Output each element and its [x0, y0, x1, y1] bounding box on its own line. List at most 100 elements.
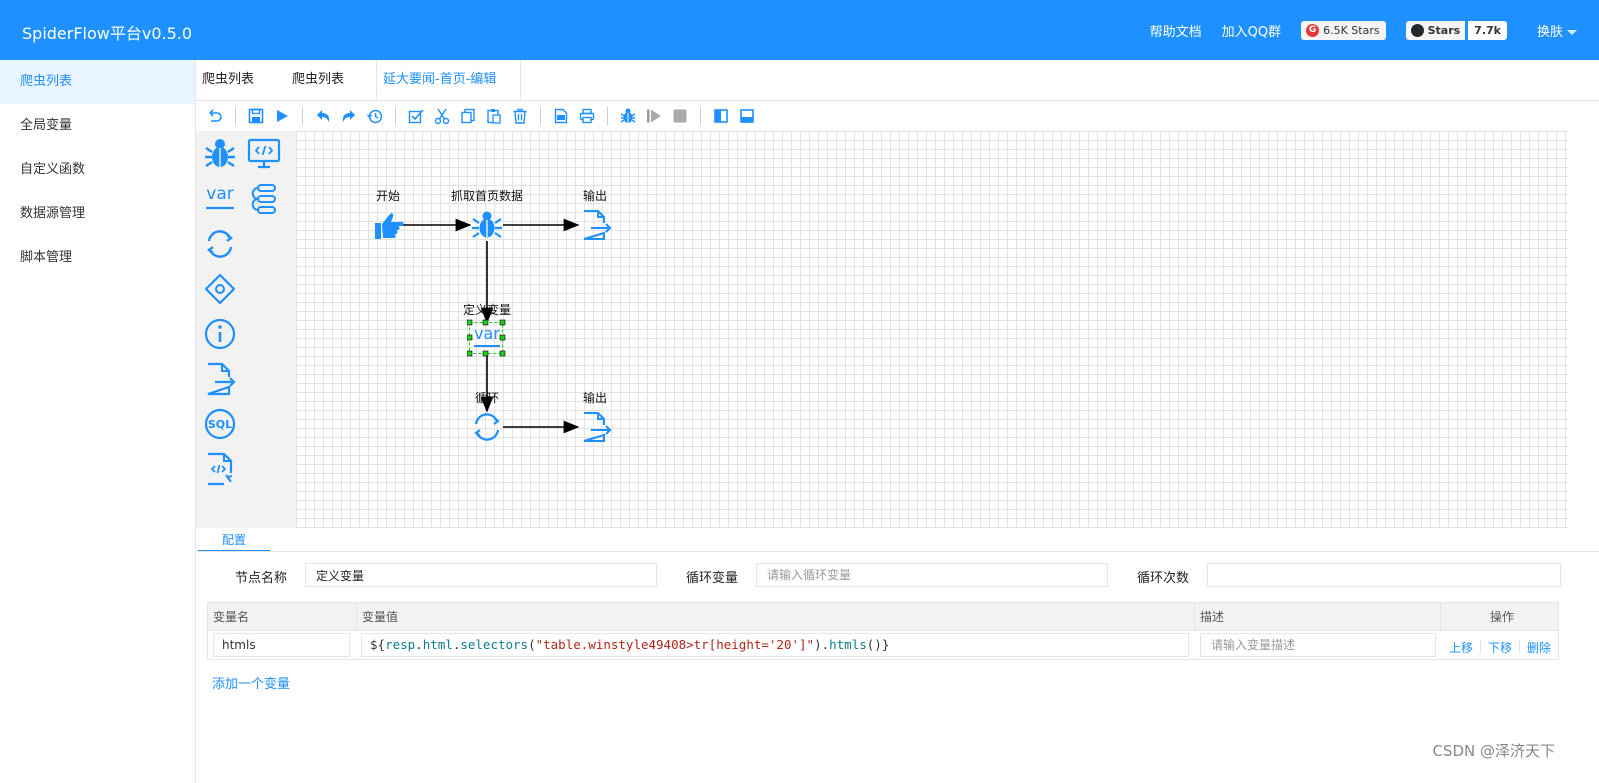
toolbar-divider [540, 107, 541, 125]
tab-config[interactable]: 配置 [198, 530, 270, 552]
top-header: SpiderFlow平台v0.5.0 帮助文档 加入QQ群 G 6.5K Sta… [0, 0, 1599, 60]
var-name-input[interactable]: htmls [213, 633, 350, 657]
loop-count-label: 循环次数 [1137, 571, 1190, 586]
gitee-icon: G [1306, 23, 1320, 37]
loop-count-input[interactable] [1207, 563, 1561, 587]
paste-icon[interactable] [485, 107, 503, 125]
undo-icon[interactable] [314, 107, 332, 125]
debug-icon[interactable] [619, 107, 637, 125]
join-qq-link[interactable]: 加入QQ群 [1221, 24, 1282, 40]
sidebar-item-global-vars[interactable]: 全局变量 [20, 118, 73, 133]
editor-toolbar [196, 101, 1599, 131]
run-icon[interactable] [273, 107, 291, 125]
help-docs-link[interactable]: 帮助文档 [1149, 24, 1202, 40]
node-label: 输出 [582, 189, 608, 203]
delete-icon[interactable] [511, 107, 529, 125]
sidebar: 爬虫列表 全局变量 自定义函数 数据源管理 脚本管理 [0, 60, 196, 783]
loop-var-label: 循环变量 [686, 571, 739, 586]
column-header: 变量值 [357, 603, 1195, 631]
op-divider [1480, 640, 1481, 654]
github-stars-badge[interactable]: Stars 7.7k [1405, 20, 1507, 40]
node-label: 抓取首页数据 [450, 189, 524, 203]
toolbar-divider [302, 107, 303, 125]
variables-table: 变量名 变量值 描述 操作 htmls ${resp.html.selector… [207, 602, 1559, 660]
loop-icon[interactable] [202, 226, 238, 262]
svg-text:var: var [206, 184, 233, 204]
tab-spider-list-1[interactable]: 爬虫列表 [202, 72, 255, 87]
svg-text:SQL: SQL [208, 418, 232, 431]
loop-var-input[interactable] [756, 563, 1108, 587]
print-icon[interactable] [578, 107, 596, 125]
code-block-icon[interactable] [246, 136, 282, 172]
copy-icon[interactable] [459, 107, 477, 125]
sql-icon[interactable]: SQL [202, 406, 238, 442]
table-row: htmls ${resp.html.selectors("table.winst… [208, 631, 1558, 660]
undo-back-icon[interactable] [206, 107, 224, 125]
function-file-icon[interactable] [202, 451, 238, 487]
toggle-bottom-panel-icon[interactable] [738, 107, 756, 125]
column-header: 描述 [1195, 603, 1441, 631]
var-icon[interactable]: var [470, 321, 504, 355]
process-flow-icon[interactable] [246, 181, 282, 217]
add-variable-link[interactable]: 添加一个变量 [212, 677, 291, 692]
step-run-icon[interactable] [645, 107, 663, 125]
move-down-button[interactable]: 下移 [1488, 641, 1513, 655]
save-icon[interactable] [247, 107, 265, 125]
app-title: SpiderFlow平台v0.5.0 [22, 24, 193, 43]
node-label: 输出 [582, 391, 608, 405]
column-header: 变量名 [208, 603, 357, 631]
output-file-icon[interactable] [579, 410, 613, 444]
move-up-button[interactable]: 上移 [1449, 641, 1474, 655]
cut-icon[interactable] [433, 107, 451, 125]
chevron-down-icon [1567, 29, 1577, 35]
node-name-input[interactable] [305, 563, 657, 587]
toolbar-divider [700, 107, 701, 125]
stop-icon[interactable] [671, 107, 689, 125]
export-image-icon[interactable] [552, 107, 570, 125]
pointing-hand-icon[interactable] [371, 208, 405, 242]
watermark: CSDN @泽济天下 [1432, 742, 1555, 760]
sidebar-item-scripts[interactable]: 脚本管理 [20, 250, 73, 265]
loop-icon[interactable] [470, 410, 504, 444]
top-nav: 帮助文档 加入QQ群 G 6.5K Stars Stars 7.7k 换肤 [1150, 0, 1599, 60]
flow-edges [403, 218, 580, 434]
toolbar-divider [395, 107, 396, 125]
toggle-right-panel-icon[interactable] [712, 107, 730, 125]
condition-icon[interactable] [202, 271, 238, 307]
redo-icon[interactable] [340, 107, 358, 125]
svg-text:var: var [474, 324, 500, 343]
var-icon[interactable]: var [202, 181, 238, 217]
var-value-input[interactable]: ${resp.html.selectors("table.winstyle494… [361, 633, 1189, 657]
column-header: 操作 [1489, 610, 1514, 624]
flow-canvas[interactable]: 开始 抓取首页数据 输出 定义变量 var 循环 输出 [296, 131, 1568, 528]
toolbar-divider [235, 107, 236, 125]
sidebar-item-datasource[interactable]: 数据源管理 [20, 206, 86, 221]
node-label: 开始 [375, 189, 401, 203]
var-desc-input[interactable] [1200, 633, 1436, 657]
component-palette: var SQL [196, 131, 296, 528]
sidebar-item-spider-list[interactable]: 爬虫列表 [0, 60, 195, 104]
node-label: 定义变量 [462, 303, 512, 317]
info-icon[interactable] [202, 316, 238, 352]
output-file-icon[interactable] [202, 361, 238, 397]
table-header: 变量名 变量值 描述 操作 [208, 603, 1558, 631]
spider-icon[interactable] [202, 136, 238, 172]
toolbar-divider [607, 107, 608, 125]
selection-handles [467, 319, 506, 357]
op-divider [1519, 640, 1520, 654]
node-name-label: 节点名称 [235, 571, 288, 586]
history-icon[interactable] [366, 107, 384, 125]
tab-bar: 爬虫列表 爬虫列表 延大要闻-首页-编辑 [196, 60, 1599, 101]
output-file-icon[interactable] [579, 208, 613, 242]
select-all-icon[interactable] [407, 107, 425, 125]
skin-dropdown[interactable]: 换肤 [1537, 21, 1577, 40]
spider-icon[interactable] [470, 208, 504, 242]
github-icon [1410, 23, 1424, 37]
tab-spider-list-2[interactable]: 爬虫列表 [292, 72, 345, 87]
delete-variable-button[interactable]: 删除 [1527, 641, 1552, 655]
sidebar-item-custom-functions[interactable]: 自定义函数 [20, 162, 86, 177]
tab-editor[interactable]: 延大要闻-首页-编辑 [376, 60, 522, 100]
gitee-stars-badge[interactable]: G 6.5K Stars [1301, 20, 1386, 40]
node-label: 循环 [474, 391, 500, 405]
config-divider [196, 551, 1599, 552]
